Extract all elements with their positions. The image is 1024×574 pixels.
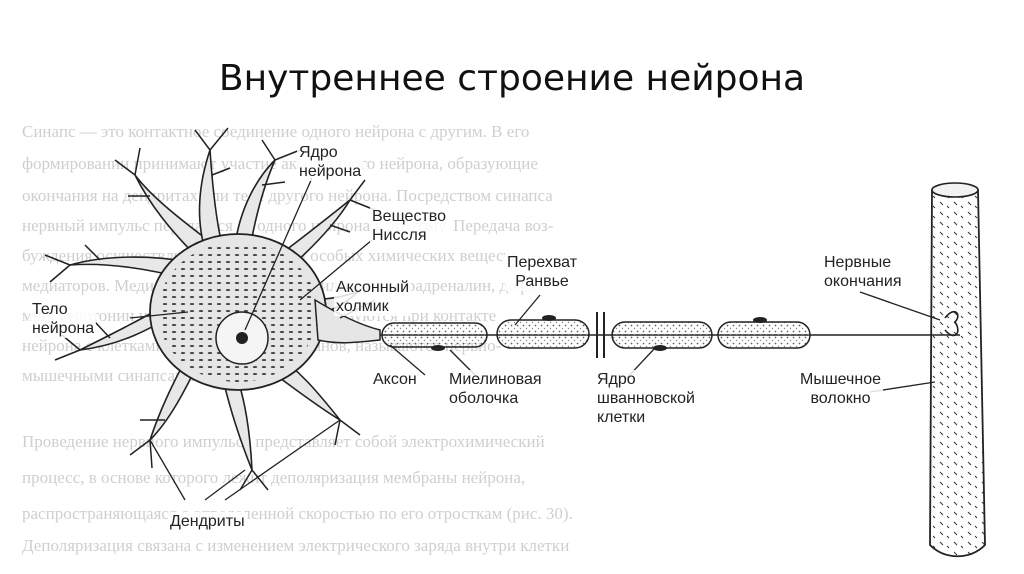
- label-axon: Аксон: [371, 370, 419, 389]
- label-dendrites: Дендриты: [168, 512, 247, 531]
- background-text-line: процесс, в основе которого лежит деполяр…: [22, 468, 526, 487]
- label-ranvier-node: Перехват Ранвье: [505, 253, 580, 291]
- label-axon-hillock: Аксонный холмик: [334, 278, 412, 316]
- dendrite-branches: [44, 127, 376, 491]
- background-text-line: формировании принимают участие аксон одн…: [22, 154, 538, 173]
- nucleolus: [236, 332, 248, 344]
- label-muscle-fiber: Мышечное волокно: [798, 370, 883, 408]
- background-text-line: распространяющаяся с определенной скорос…: [22, 504, 573, 523]
- nerve-ending: [944, 310, 959, 337]
- muscle-fiber: [929, 183, 986, 558]
- label-schwann-nucleus: Ядро шванновской клетки: [595, 370, 697, 427]
- label-nerve-endings: Нервные окончания: [822, 253, 904, 291]
- background-text-line: мышечными синапсами.: [22, 366, 200, 385]
- label-nucleus: Ядро нейрона: [297, 143, 364, 181]
- label-myelin-sheath: Миелиновая оболочка: [447, 370, 544, 408]
- page-title: Внутреннее строение нейрона: [218, 58, 806, 99]
- background-text-line: Деполяризация связана с изменением элект…: [22, 536, 570, 555]
- label-cell-body: Тело нейрона: [30, 300, 97, 338]
- myelin-sheath: [381, 319, 811, 349]
- leader-lines: [129, 177, 941, 501]
- background-text-line: Синапс — это контактное соединение одног…: [22, 122, 530, 141]
- label-nissl: Вещество Ниссля: [370, 207, 448, 245]
- schwann-nuclei: [431, 315, 767, 351]
